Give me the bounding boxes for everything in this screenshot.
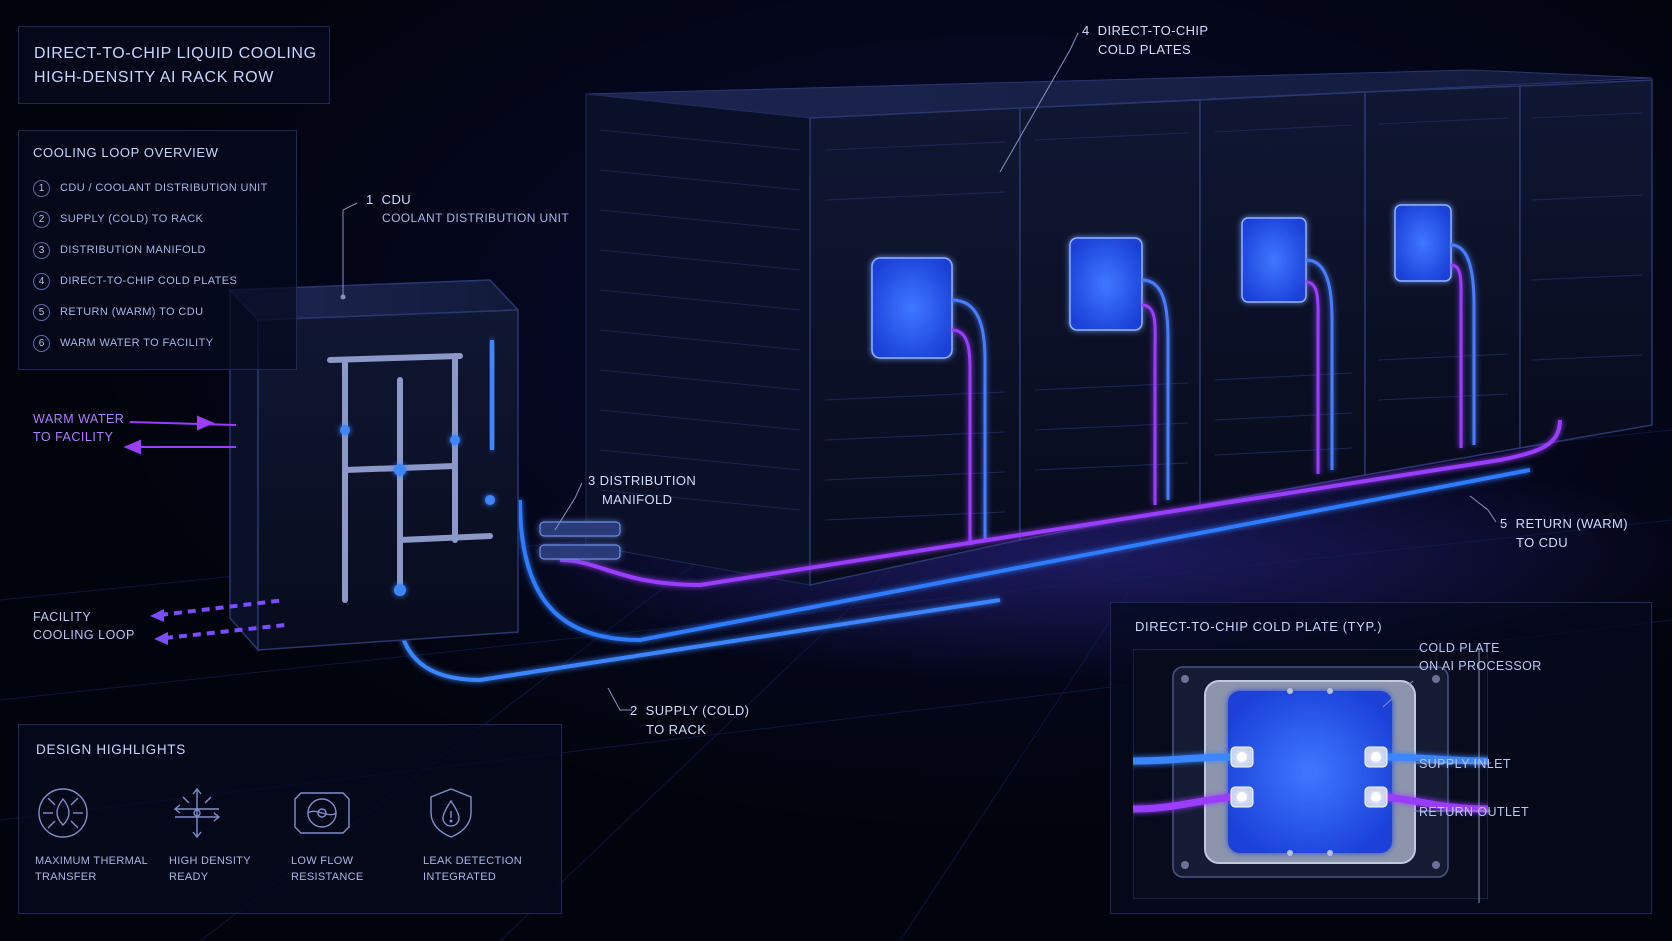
overview-item-label: DIRECT-TO-CHIP COLD PLATES bbox=[60, 275, 238, 287]
rack-internal-tubing bbox=[951, 243, 1476, 545]
highlight-label: HIGH DENSITY READY bbox=[169, 853, 299, 885]
callout-return: 5 RETURN (WARM) TO CDU bbox=[1500, 514, 1628, 552]
return-outlet-label: RETURN OUTLET bbox=[1419, 805, 1530, 819]
highlight-label: LEAK DETECTION INTEGRATED bbox=[423, 853, 553, 885]
callout-line2: TO CDU bbox=[1516, 535, 1568, 550]
overview-item-label: WARM WATER TO FACILITY bbox=[60, 337, 214, 349]
overview-item: 3 DISTRIBUTION MANIFOLD bbox=[33, 240, 206, 260]
overview-item-number: 5 bbox=[33, 303, 50, 321]
diagram-title-line2: HIGH-DENSITY AI RACK ROW bbox=[34, 69, 274, 86]
highlight-label: LOW FLOW RESISTANCE bbox=[291, 853, 421, 885]
cold-plate-leaders bbox=[1382, 649, 1491, 903]
rack-5 bbox=[1519, 79, 1653, 449]
callout-subtitle: COOLANT DISTRIBUTION UNIT bbox=[382, 211, 570, 225]
overview-item-label: DISTRIBUTION MANIFOLD bbox=[60, 244, 206, 256]
overview-item-label: RETURN (WARM) TO CDU bbox=[60, 306, 204, 318]
facility-loop-arrows bbox=[159, 598, 286, 640]
facility-arrowhead-2 bbox=[154, 632, 168, 645]
highlight-label: MAXIMUM THERMAL TRANSFER bbox=[35, 853, 165, 885]
diagram-title-line1: DIRECT-TO-CHIP LIQUID COOLING bbox=[34, 45, 317, 62]
highlights-heading: DESIGN HIGHLIGHTS bbox=[36, 742, 186, 757]
warm-water-label: WARM WATER TO FACILITY bbox=[33, 410, 124, 446]
highlight-label-line2: INTEGRATED bbox=[423, 871, 497, 883]
callout-title: CDU bbox=[381, 192, 412, 207]
callout-line1: DISTRIBUTION bbox=[599, 473, 697, 488]
rack-server-blades bbox=[824, 112, 1643, 521]
callout-manifold: 3 DISTRIBUTION MANIFOLD bbox=[588, 471, 696, 509]
high-density-icon bbox=[173, 787, 221, 839]
callout-line2: MANIFOLD bbox=[602, 492, 673, 507]
facility-label-line1: FACILITY bbox=[33, 610, 92, 624]
cdu-side-light-strip bbox=[490, 340, 494, 450]
callout-number: 1 bbox=[366, 192, 374, 207]
highlight-item: LOW FLOW RESISTANCE bbox=[291, 785, 421, 885]
callout-line1: DIRECT-TO-CHIP bbox=[1097, 23, 1209, 38]
highlight-label-line1: HIGH DENSITY bbox=[169, 855, 251, 867]
cold-plate-label-line1: COLD PLATE bbox=[1419, 641, 1500, 655]
highlight-item: HIGH DENSITY READY bbox=[169, 785, 299, 885]
cold-plate-label: COLD PLATE ON AI PROCESSOR bbox=[1419, 639, 1542, 675]
overview-item-label: CDU / COOLANT DISTRIBUTION UNIT bbox=[60, 182, 268, 194]
overview-item: 1 CDU / COOLANT DISTRIBUTION UNIT bbox=[33, 178, 268, 198]
highlight-label-line1: MAXIMUM THERMAL bbox=[35, 855, 149, 867]
callout-number: 3 bbox=[588, 473, 596, 488]
callout-number: 4 bbox=[1082, 23, 1090, 38]
title-panel: DIRECT-TO-CHIP LIQUID COOLING HIGH-DENSI… bbox=[18, 26, 330, 104]
cooling-loop-overview-panel: COOLING LOOP OVERVIEW 1 CDU / COOLANT DI… bbox=[18, 130, 297, 370]
thermal-transfer-icon bbox=[38, 788, 88, 838]
design-highlights-panel: DESIGN HIGHLIGHTS MAXIMUM THERMAL TRANSF… bbox=[18, 724, 562, 914]
facility-label-line2: COOLING LOOP bbox=[33, 628, 135, 642]
cold-plate-heading: DIRECT-TO-CHIP COLD PLATE (TYP.) bbox=[1135, 619, 1383, 634]
rack-cold-plates bbox=[871, 204, 1452, 359]
overview-item-number: 2 bbox=[33, 210, 50, 228]
overview-item-label: SUPPLY (COLD) TO RACK bbox=[60, 213, 204, 225]
callout-supply: 2 SUPPLY (COLD) TO RACK bbox=[630, 701, 749, 739]
callout-line2: COLD PLATES bbox=[1098, 42, 1192, 57]
callout-leaders bbox=[342, 32, 1497, 711]
highlight-label-line2: RESISTANCE bbox=[291, 871, 364, 883]
cold-plate-label-line2: ON AI PROCESSOR bbox=[1419, 659, 1542, 673]
facility-loop-label: FACILITY COOLING LOOP bbox=[33, 608, 135, 644]
highlight-label-line2: TRANSFER bbox=[35, 871, 97, 883]
warm-water-label-line2: TO FACILITY bbox=[33, 430, 114, 444]
overview-item: 6 WARM WATER TO FACILITY bbox=[33, 333, 213, 353]
highlight-label-line1: LOW FLOW bbox=[291, 855, 354, 867]
callout-number: 2 bbox=[630, 703, 638, 718]
distribution-manifold bbox=[539, 521, 621, 560]
overview-item: 4 DIRECT-TO-CHIP COLD PLATES bbox=[33, 271, 237, 291]
side-server-slots bbox=[599, 129, 801, 511]
callout-cold-plates: 4 DIRECT-TO-CHIP COLD PLATES bbox=[1082, 21, 1208, 59]
cdu-leader-dot bbox=[340, 294, 346, 300]
highlight-label-line2: READY bbox=[169, 871, 209, 883]
return-warm-line bbox=[559, 419, 1562, 588]
overview-item-number: 1 bbox=[33, 179, 50, 197]
overview-item: 2 SUPPLY (COLD) TO RACK bbox=[33, 209, 203, 229]
facility-arrowhead-1 bbox=[150, 609, 164, 622]
highlight-label-line1: LEAK DETECTION bbox=[423, 855, 522, 867]
overview-item: 5 RETURN (WARM) TO CDU bbox=[33, 302, 203, 322]
callout-cdu: 1 CDU COOLANT DISTRIBUTION UNIT bbox=[366, 190, 569, 228]
callout-number: 5 bbox=[1500, 516, 1508, 531]
warm-water-arrows bbox=[123, 415, 237, 455]
leak-detection-icon bbox=[430, 788, 472, 838]
callout-line1: RETURN (WARM) bbox=[1515, 516, 1628, 531]
low-flow-icon bbox=[294, 792, 350, 834]
overview-item-number: 4 bbox=[33, 272, 50, 290]
callout-line1: SUPPLY (COLD) bbox=[645, 703, 750, 718]
callout-line2: TO RACK bbox=[646, 722, 707, 737]
highlight-item: LEAK DETECTION INTEGRATED bbox=[423, 785, 553, 885]
warm-water-label-line1: WARM WATER bbox=[33, 412, 125, 426]
cold-plate-detail-panel: DIRECT-TO-CHIP COLD PLATE (TYP.) bbox=[1110, 602, 1652, 914]
overview-item-number: 6 bbox=[33, 334, 50, 352]
overview-heading: COOLING LOOP OVERVIEW bbox=[33, 145, 219, 160]
supply-inlet-label: SUPPLY INLET bbox=[1419, 757, 1511, 771]
overview-item-number: 3 bbox=[33, 241, 50, 259]
highlight-item: MAXIMUM THERMAL TRANSFER bbox=[35, 785, 165, 885]
cold-plate-closeup bbox=[1133, 649, 1488, 899]
supply-cold-line-1 bbox=[518, 468, 1531, 643]
cdu-glow-lights bbox=[340, 425, 495, 596]
